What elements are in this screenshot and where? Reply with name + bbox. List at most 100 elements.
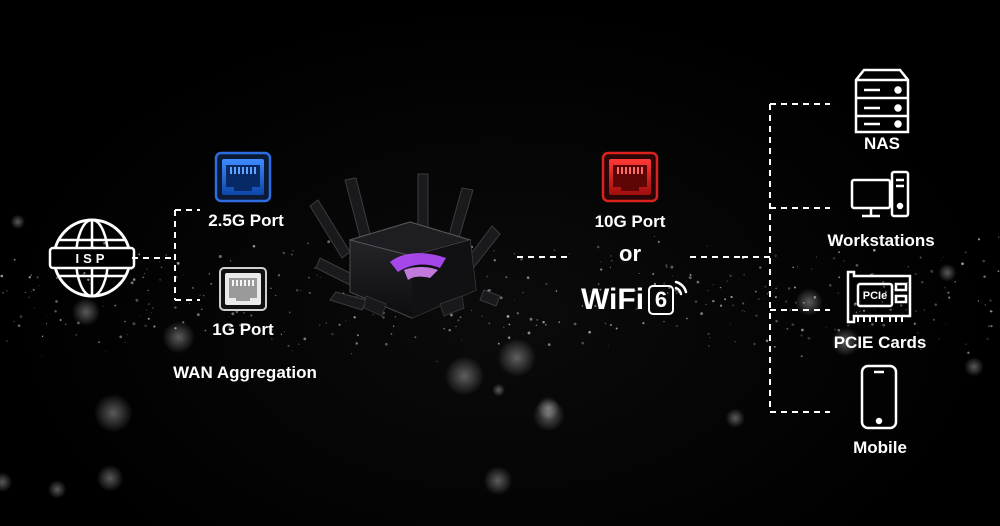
haze-particle bbox=[493, 259, 496, 262]
haze-particle bbox=[707, 290, 709, 292]
haze-particle bbox=[754, 290, 757, 293]
port-1g-label: 1G Port bbox=[212, 320, 274, 339]
haze-particle bbox=[0, 274, 4, 278]
haze-particle bbox=[764, 297, 766, 299]
haze-particle bbox=[229, 316, 231, 317]
haze-particle bbox=[165, 254, 167, 256]
bokeh-dot bbox=[492, 383, 505, 397]
bokeh-dot bbox=[96, 464, 124, 492]
haze-particle bbox=[865, 289, 866, 290]
haze-particle bbox=[665, 264, 668, 267]
haze-particle bbox=[786, 327, 789, 330]
haze-particle bbox=[320, 276, 322, 278]
haze-particle bbox=[520, 257, 523, 261]
haze-particle bbox=[859, 310, 861, 312]
haze-particle bbox=[516, 312, 519, 315]
right-connector-lines bbox=[742, 103, 830, 413]
haze-particle bbox=[132, 278, 136, 281]
haze-particle bbox=[923, 309, 926, 311]
haze-particle bbox=[573, 322, 577, 326]
haze-particle bbox=[730, 295, 733, 299]
haze-particle bbox=[881, 301, 884, 303]
haze-particle bbox=[455, 326, 457, 328]
haze-particle bbox=[930, 269, 934, 273]
haze-particle bbox=[143, 272, 145, 275]
haze-particle bbox=[600, 268, 603, 271]
haze-particle bbox=[696, 280, 700, 284]
haze-particle bbox=[689, 273, 692, 276]
bokeh-dot bbox=[532, 399, 565, 432]
haze-particle bbox=[159, 260, 161, 263]
haze-particle bbox=[989, 299, 992, 302]
haze-particle bbox=[558, 321, 561, 324]
haze-particle bbox=[581, 305, 584, 307]
port-25g-label: 2.5G Port bbox=[208, 211, 284, 230]
haze-particle bbox=[982, 259, 985, 263]
haze-particle bbox=[882, 280, 885, 283]
haze-particle bbox=[807, 336, 811, 340]
left-connector-lines bbox=[132, 209, 200, 301]
haze-particle bbox=[65, 323, 67, 325]
haze-particle bbox=[355, 342, 358, 345]
haze-particle bbox=[990, 324, 993, 328]
haze-particle bbox=[298, 343, 300, 345]
haze-particle bbox=[103, 242, 106, 245]
haze-particle bbox=[700, 312, 704, 316]
haze-particle bbox=[917, 332, 919, 334]
pcie-chip-text: PCIe bbox=[863, 290, 887, 302]
haze-particle bbox=[160, 266, 163, 268]
haze-particle bbox=[292, 250, 294, 252]
haze-particle bbox=[694, 300, 698, 303]
haze-particle bbox=[635, 307, 638, 311]
haze-particle bbox=[743, 273, 746, 276]
haze-particle bbox=[755, 314, 758, 317]
haze-particle bbox=[75, 334, 77, 336]
haze-particle bbox=[28, 276, 31, 279]
haze-particle bbox=[920, 348, 922, 350]
haze-particle bbox=[712, 299, 715, 303]
haze-particle bbox=[526, 276, 530, 280]
haze-particle bbox=[544, 323, 547, 326]
haze-particle bbox=[977, 300, 980, 302]
haze-particle bbox=[626, 291, 628, 292]
haze-particle bbox=[307, 276, 310, 279]
ethernet-port-1g-icon bbox=[219, 267, 267, 311]
haze-particle bbox=[990, 310, 993, 313]
particle-haze bbox=[0, 214, 1000, 499]
haze-particle bbox=[176, 261, 180, 265]
haze-particle bbox=[114, 304, 117, 307]
bokeh-dot bbox=[0, 472, 13, 493]
haze-particle bbox=[542, 320, 545, 324]
haze-particle bbox=[665, 266, 668, 269]
haze-particle bbox=[235, 310, 239, 313]
haze-particle bbox=[384, 342, 388, 346]
haze-particle bbox=[816, 256, 818, 258]
haze-particle bbox=[719, 286, 722, 289]
haze-particle bbox=[295, 288, 299, 292]
haze-particle bbox=[729, 274, 732, 277]
haze-particle bbox=[307, 242, 309, 245]
bokeh-dot bbox=[71, 297, 101, 327]
haze-particle bbox=[940, 259, 942, 262]
haze-particle bbox=[138, 253, 141, 256]
device-label-mobile: Mobile bbox=[853, 438, 907, 457]
haze-particle bbox=[414, 336, 417, 339]
haze-particle bbox=[152, 307, 154, 309]
router-image bbox=[309, 173, 501, 319]
haze-particle bbox=[486, 275, 489, 278]
haze-particle bbox=[250, 314, 253, 317]
haze-particle bbox=[331, 332, 334, 336]
haze-particle bbox=[765, 339, 769, 343]
haze-particle bbox=[596, 245, 600, 249]
haze-particle bbox=[461, 339, 463, 341]
haze-particle bbox=[942, 256, 944, 258]
haze-particle bbox=[13, 258, 16, 261]
haze-particle bbox=[653, 282, 657, 286]
haze-particle bbox=[191, 286, 194, 290]
haze-particle bbox=[124, 341, 126, 343]
haze-particle bbox=[147, 289, 149, 292]
haze-particle bbox=[607, 345, 610, 347]
haze-particle bbox=[938, 338, 940, 340]
haze-particle bbox=[83, 272, 86, 275]
haze-particle bbox=[41, 335, 44, 338]
